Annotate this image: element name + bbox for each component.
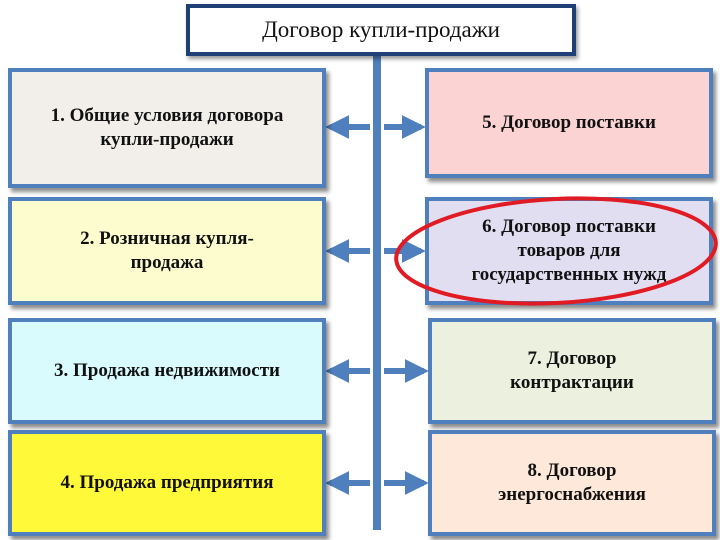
box-enterprise-sale: 4. Продажа предприятия: [8, 430, 326, 536]
box-label: 6. Договор поставки товаров для государс…: [471, 216, 667, 285]
box-label: 1. Общие условия договора купли-продажи: [50, 105, 284, 150]
diagram-title-box: Договор купли-продажи: [186, 4, 576, 56]
box-retail-sale: 2. Розничная купля- продажа: [8, 197, 326, 305]
box-state-supply-contract: 6. Договор поставки товаров для государс…: [425, 197, 713, 305]
box-supply-contract: 5. Договор поставки: [425, 68, 713, 178]
box-label: 4. Продажа предприятия: [60, 472, 274, 494]
box-label: 5. Договор поставки: [482, 112, 656, 134]
box-label: 7. Договор контрактации: [510, 348, 634, 393]
box-general-conditions: 1. Общие условия договора купли-продажи: [8, 68, 326, 188]
diagram-title: Договор купли-продажи: [262, 16, 500, 42]
box-label: 2. Розничная купля- продажа: [80, 228, 254, 273]
box-real-estate-sale: 3. Продажа недвижимости: [8, 318, 326, 424]
box-label: 3. Продажа недвижимости: [53, 360, 280, 382]
box-contracting: 7. Договор контрактации: [428, 318, 716, 424]
box-label: 8. Договор энергоснабжения: [498, 460, 646, 505]
box-energy-supply: 8. Договор энергоснабжения: [428, 430, 716, 536]
